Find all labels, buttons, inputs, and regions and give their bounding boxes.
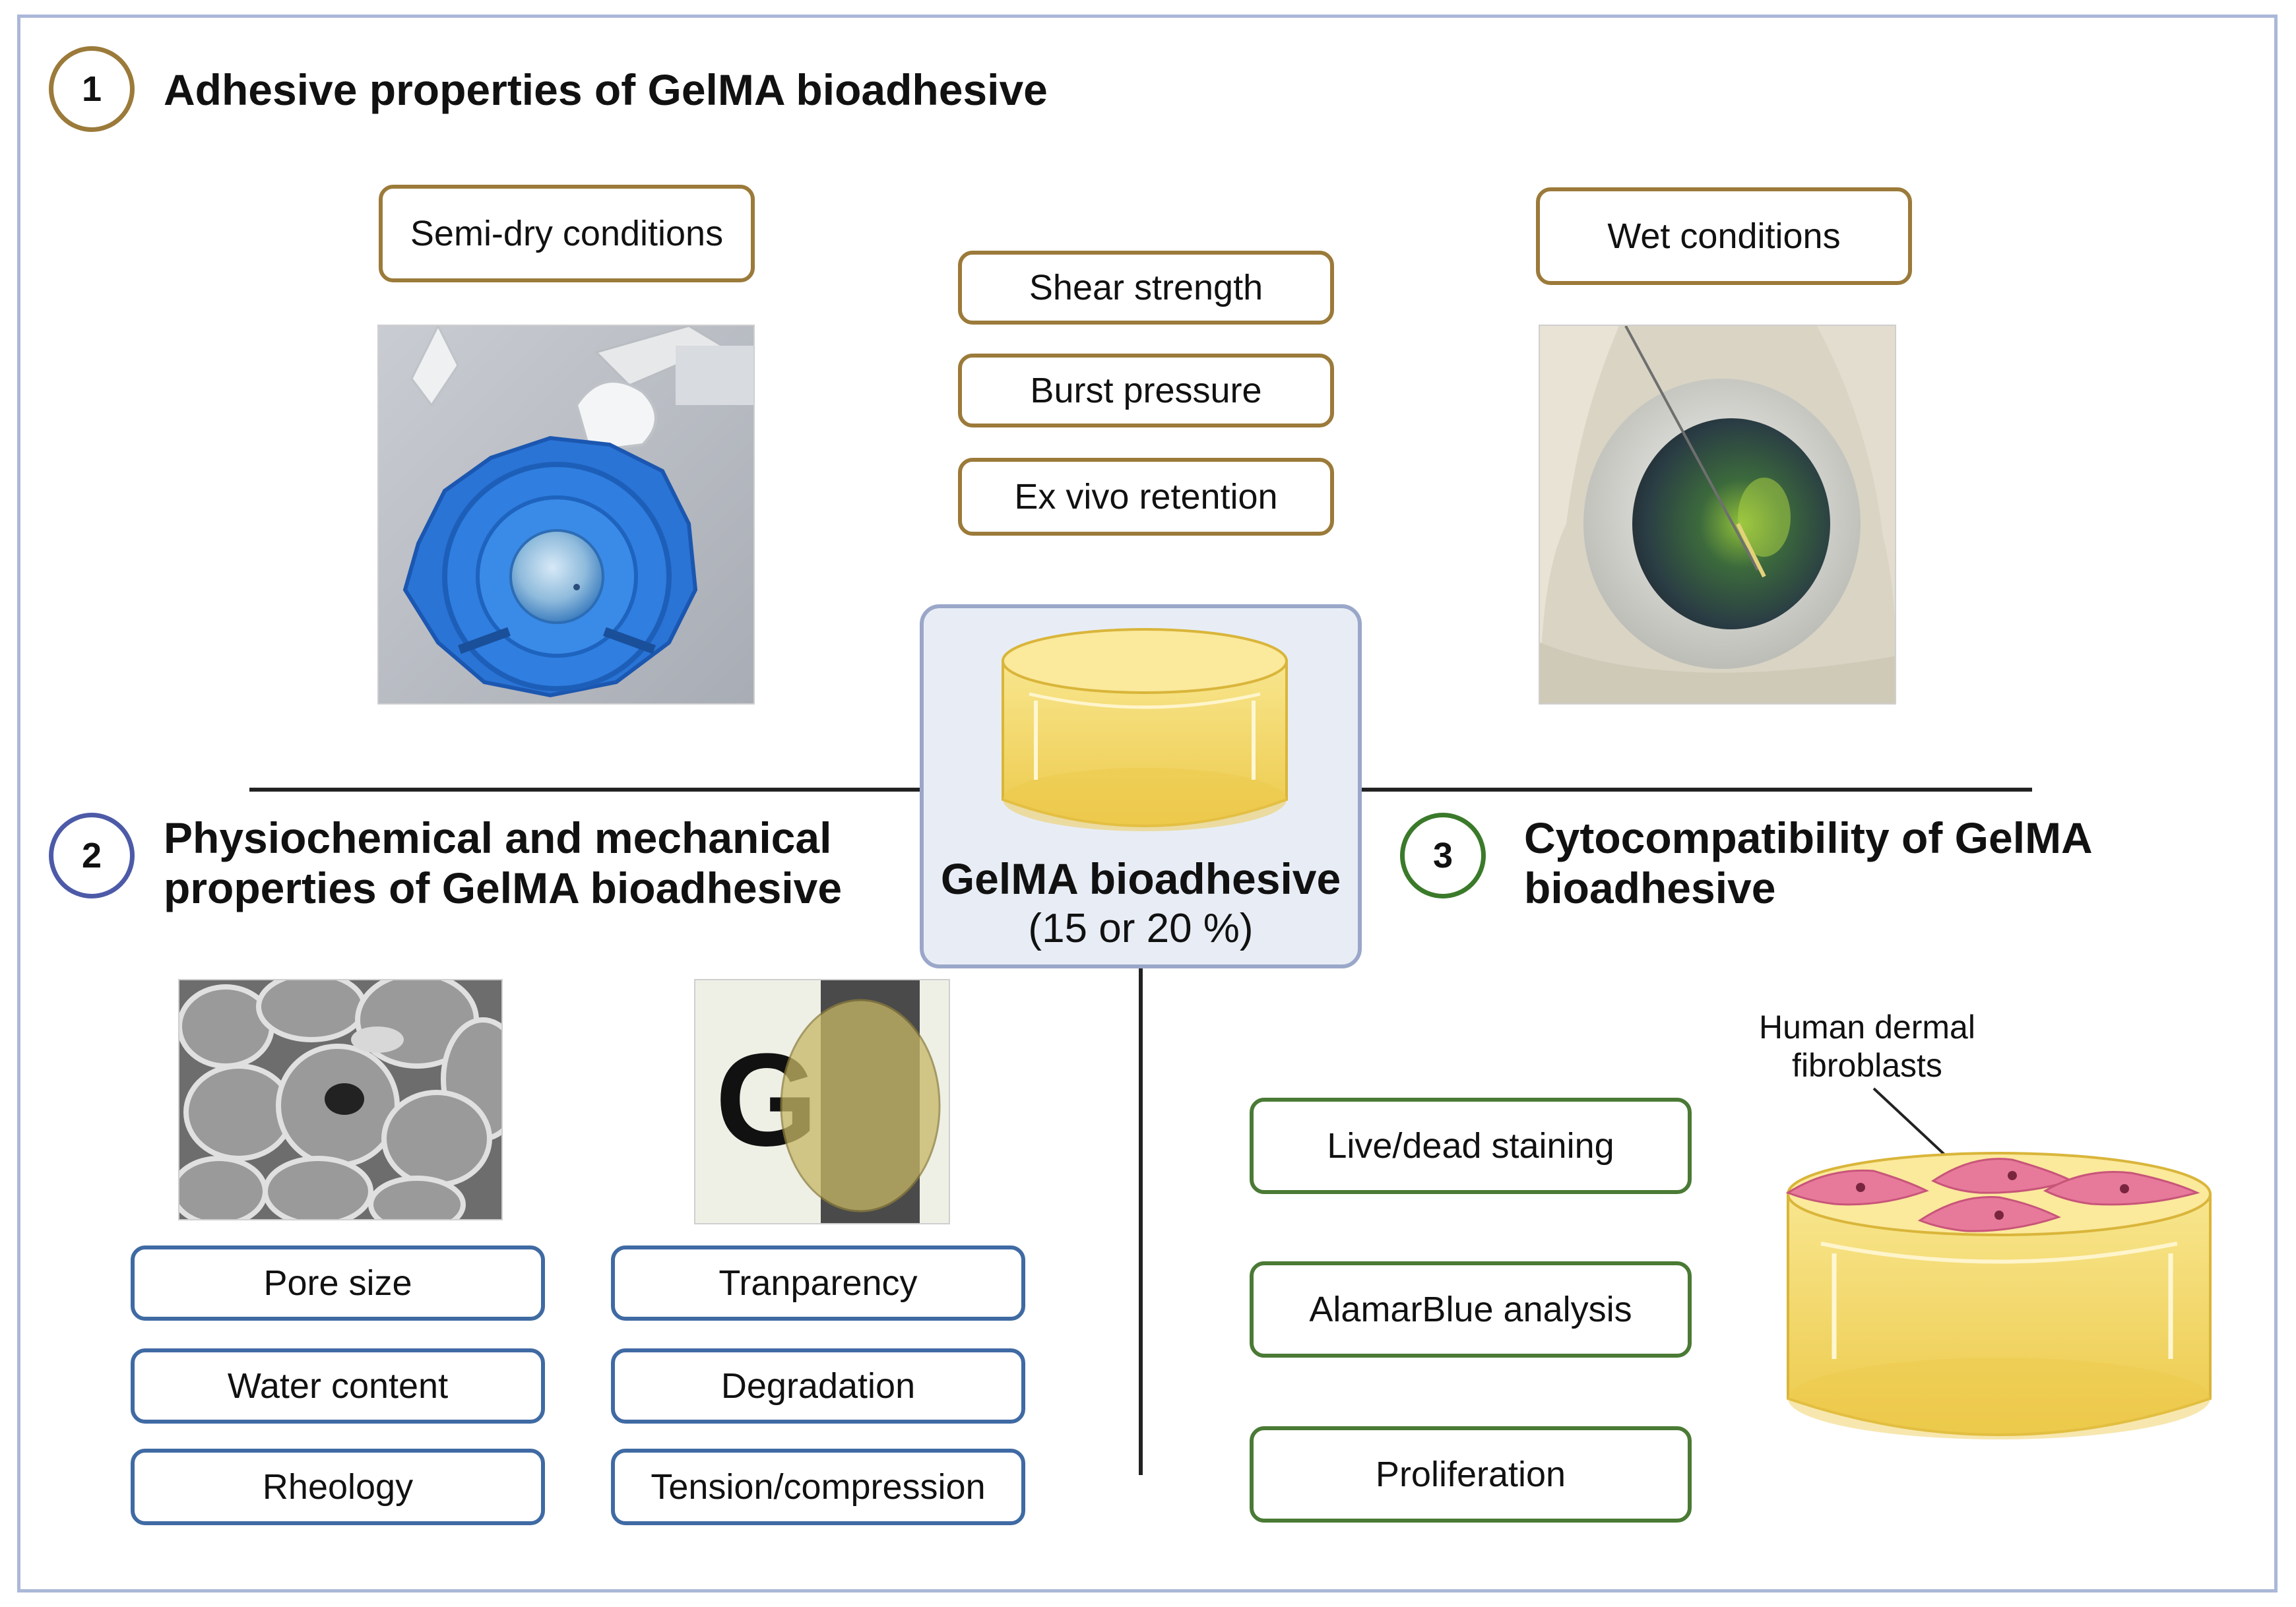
section-2-number: 2 — [49, 813, 135, 898]
sem-illustration — [179, 980, 501, 1219]
wet-conditions-label: Wet conditions — [1536, 187, 1912, 285]
transparency-box: Tranparency — [611, 1245, 1025, 1321]
sem-pore-photo — [178, 979, 503, 1220]
vertical-divider — [1139, 967, 1143, 1475]
ex-vivo-retention-box: Ex vivo retention — [958, 458, 1334, 536]
center-title: GelMA bioadhesive — [940, 854, 1341, 903]
right-divider — [1360, 788, 2032, 792]
water-content-box: Water content — [131, 1348, 545, 1424]
pore-size-box: Pore size — [131, 1245, 545, 1321]
live-dead-staining-box: Live/dead staining — [1250, 1098, 1692, 1194]
fibroblast-label: Human dermal fibroblasts — [1729, 1008, 2006, 1085]
alamarblue-analysis-box: AlamarBlue analysis — [1250, 1261, 1692, 1358]
shear-strength-box: Shear strength — [958, 251, 1334, 325]
section-3-title-line1: Cytocompatibility of GelMA — [1524, 813, 2093, 862]
burst-pressure-box: Burst pressure — [958, 354, 1334, 427]
gelma-cylinder-icon — [1002, 628, 1288, 831]
gelma-center-card: GelMA bioadhesive (15 or 20 %) — [920, 604, 1362, 968]
section-1-number: 1 — [49, 46, 135, 132]
transparency-illustration: G — [695, 980, 949, 1223]
fibroblast-label-line2: fibroblasts — [1792, 1047, 1942, 1084]
burst-chamber-illustration — [379, 326, 753, 703]
fibroblast-label-line1: Human dermal — [1759, 1009, 1975, 1046]
wet-eye-photo — [1539, 325, 1896, 705]
section-3-number: 3 — [1400, 813, 1486, 898]
semi-dry-label: Semi-dry conditions — [379, 185, 755, 282]
cell-seeded-gel-illustration — [1785, 1087, 2212, 1439]
section-2-title-line2: properties of GelMA bioadhesive — [164, 864, 843, 912]
tension-compression-box: Tension/compression — [611, 1449, 1025, 1525]
semi-dry-photo — [377, 325, 755, 705]
rheology-box: Rheology — [131, 1449, 545, 1525]
center-subtitle: (15 or 20 %) — [1028, 906, 1254, 951]
transparency-photo: G — [694, 979, 950, 1224]
degradation-box: Degradation — [611, 1348, 1025, 1424]
section-3-title-line2: bioadhesive — [1524, 864, 1776, 912]
section-1-title: Adhesive properties of GelMA bioadhesive — [164, 65, 1048, 114]
left-divider — [249, 788, 921, 792]
proliferation-box: Proliferation — [1250, 1426, 1692, 1523]
section-2-title-line1: Physiochemical and mechanical — [164, 813, 832, 862]
eye-illustration — [1540, 326, 1895, 703]
